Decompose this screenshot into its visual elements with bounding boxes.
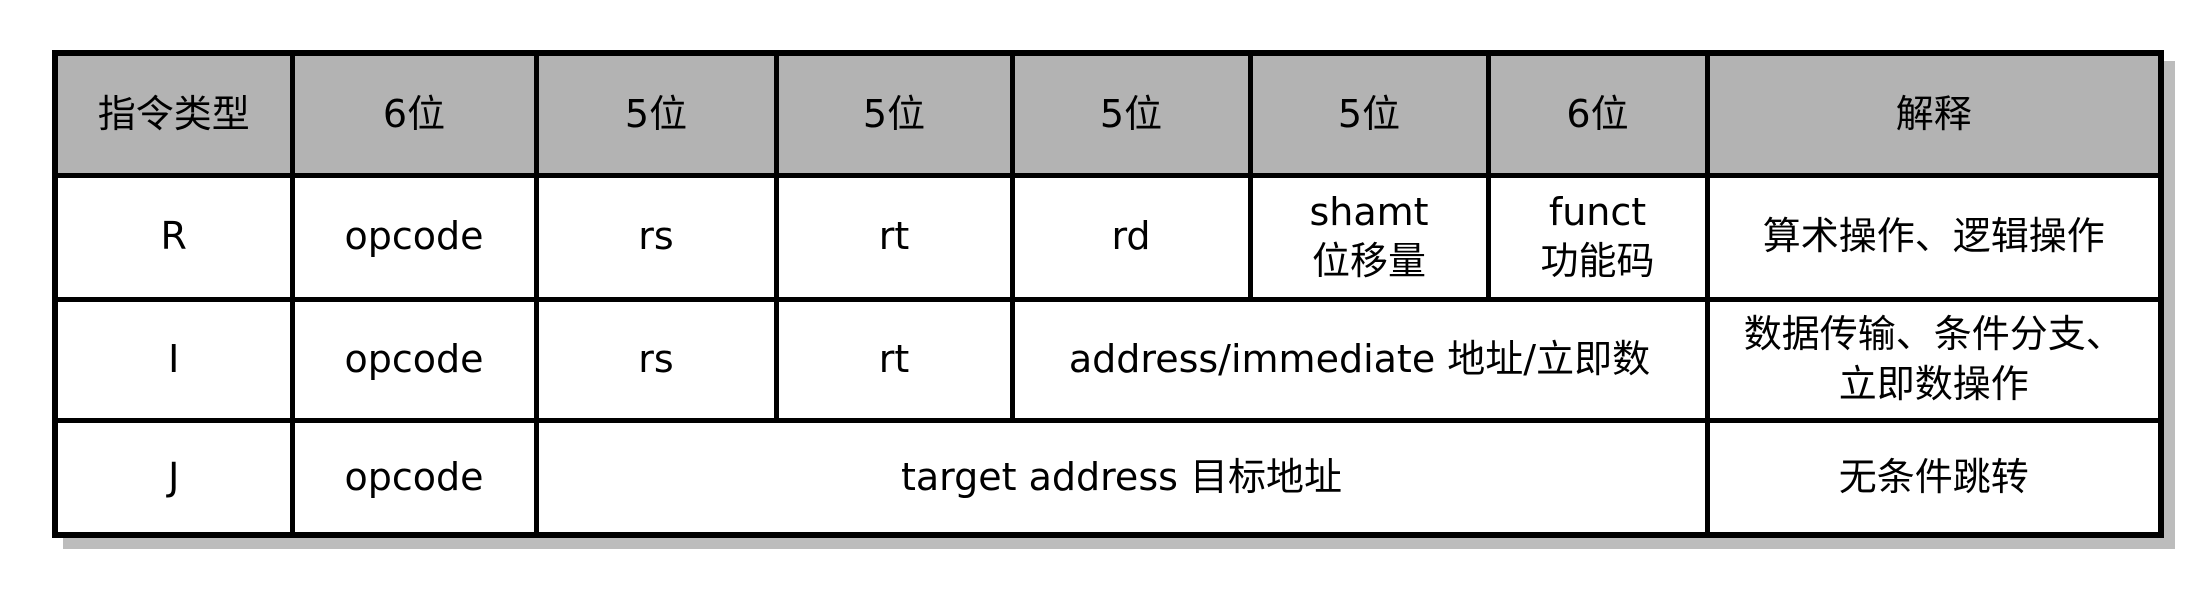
- cell-r-rt: rt: [773, 172, 1015, 302]
- cell-i-rs: rs: [533, 296, 779, 423]
- cell-r-funct: funct 功能码: [1485, 172, 1710, 302]
- cell-r-rs: rs: [533, 172, 779, 302]
- header-cell-explanation: 解释: [1704, 50, 2164, 178]
- cell-i-rt: rt: [773, 296, 1015, 423]
- header-cell-5bit-rt: 5位: [773, 50, 1015, 178]
- cell-r-type: R: [52, 172, 295, 302]
- cell-j-explanation: 无条件跳转: [1704, 417, 2164, 538]
- cell-j-type: J: [52, 417, 295, 538]
- header-cell-5bit-shamt: 5位: [1247, 50, 1491, 178]
- cell-i-type: I: [52, 296, 295, 423]
- cell-i-opcode: opcode: [289, 296, 539, 423]
- mips-instruction-format-table: 指令类型 6位 5位 5位 5位 5位 6位 解释 R opcode rs rt…: [52, 50, 2164, 538]
- header-cell-6bit-funct: 6位: [1485, 50, 1710, 178]
- table-header-row: 指令类型 6位 5位 5位 5位 5位 6位 解释: [52, 50, 2164, 178]
- cell-r-explanation: 算术操作、逻辑操作: [1704, 172, 2164, 302]
- cell-j-target-address: target address 目标地址: [533, 417, 1710, 538]
- cell-i-explanation: 数据传输、条件分支、 立即数操作: [1704, 296, 2164, 423]
- cell-j-opcode: opcode: [289, 417, 539, 538]
- cell-r-shamt: shamt 位移量: [1247, 172, 1491, 302]
- header-cell-instruction-type: 指令类型: [52, 50, 295, 178]
- cell-r-rd: rd: [1009, 172, 1253, 302]
- table-row-r-type: R opcode rs rt rd shamt 位移量 funct 功能码 算术…: [52, 172, 2164, 302]
- cell-r-opcode: opcode: [289, 172, 539, 302]
- header-cell-5bit-rs: 5位: [533, 50, 779, 178]
- cell-i-address-immediate: address/immediate 地址/立即数: [1009, 296, 1710, 423]
- table-row-j-type: J opcode target address 目标地址 无条件跳转: [52, 417, 2164, 538]
- header-cell-5bit-rd: 5位: [1009, 50, 1253, 178]
- table-row-i-type: I opcode rs rt address/immediate 地址/立即数 …: [52, 296, 2164, 423]
- header-cell-6bit-opcode: 6位: [289, 50, 539, 178]
